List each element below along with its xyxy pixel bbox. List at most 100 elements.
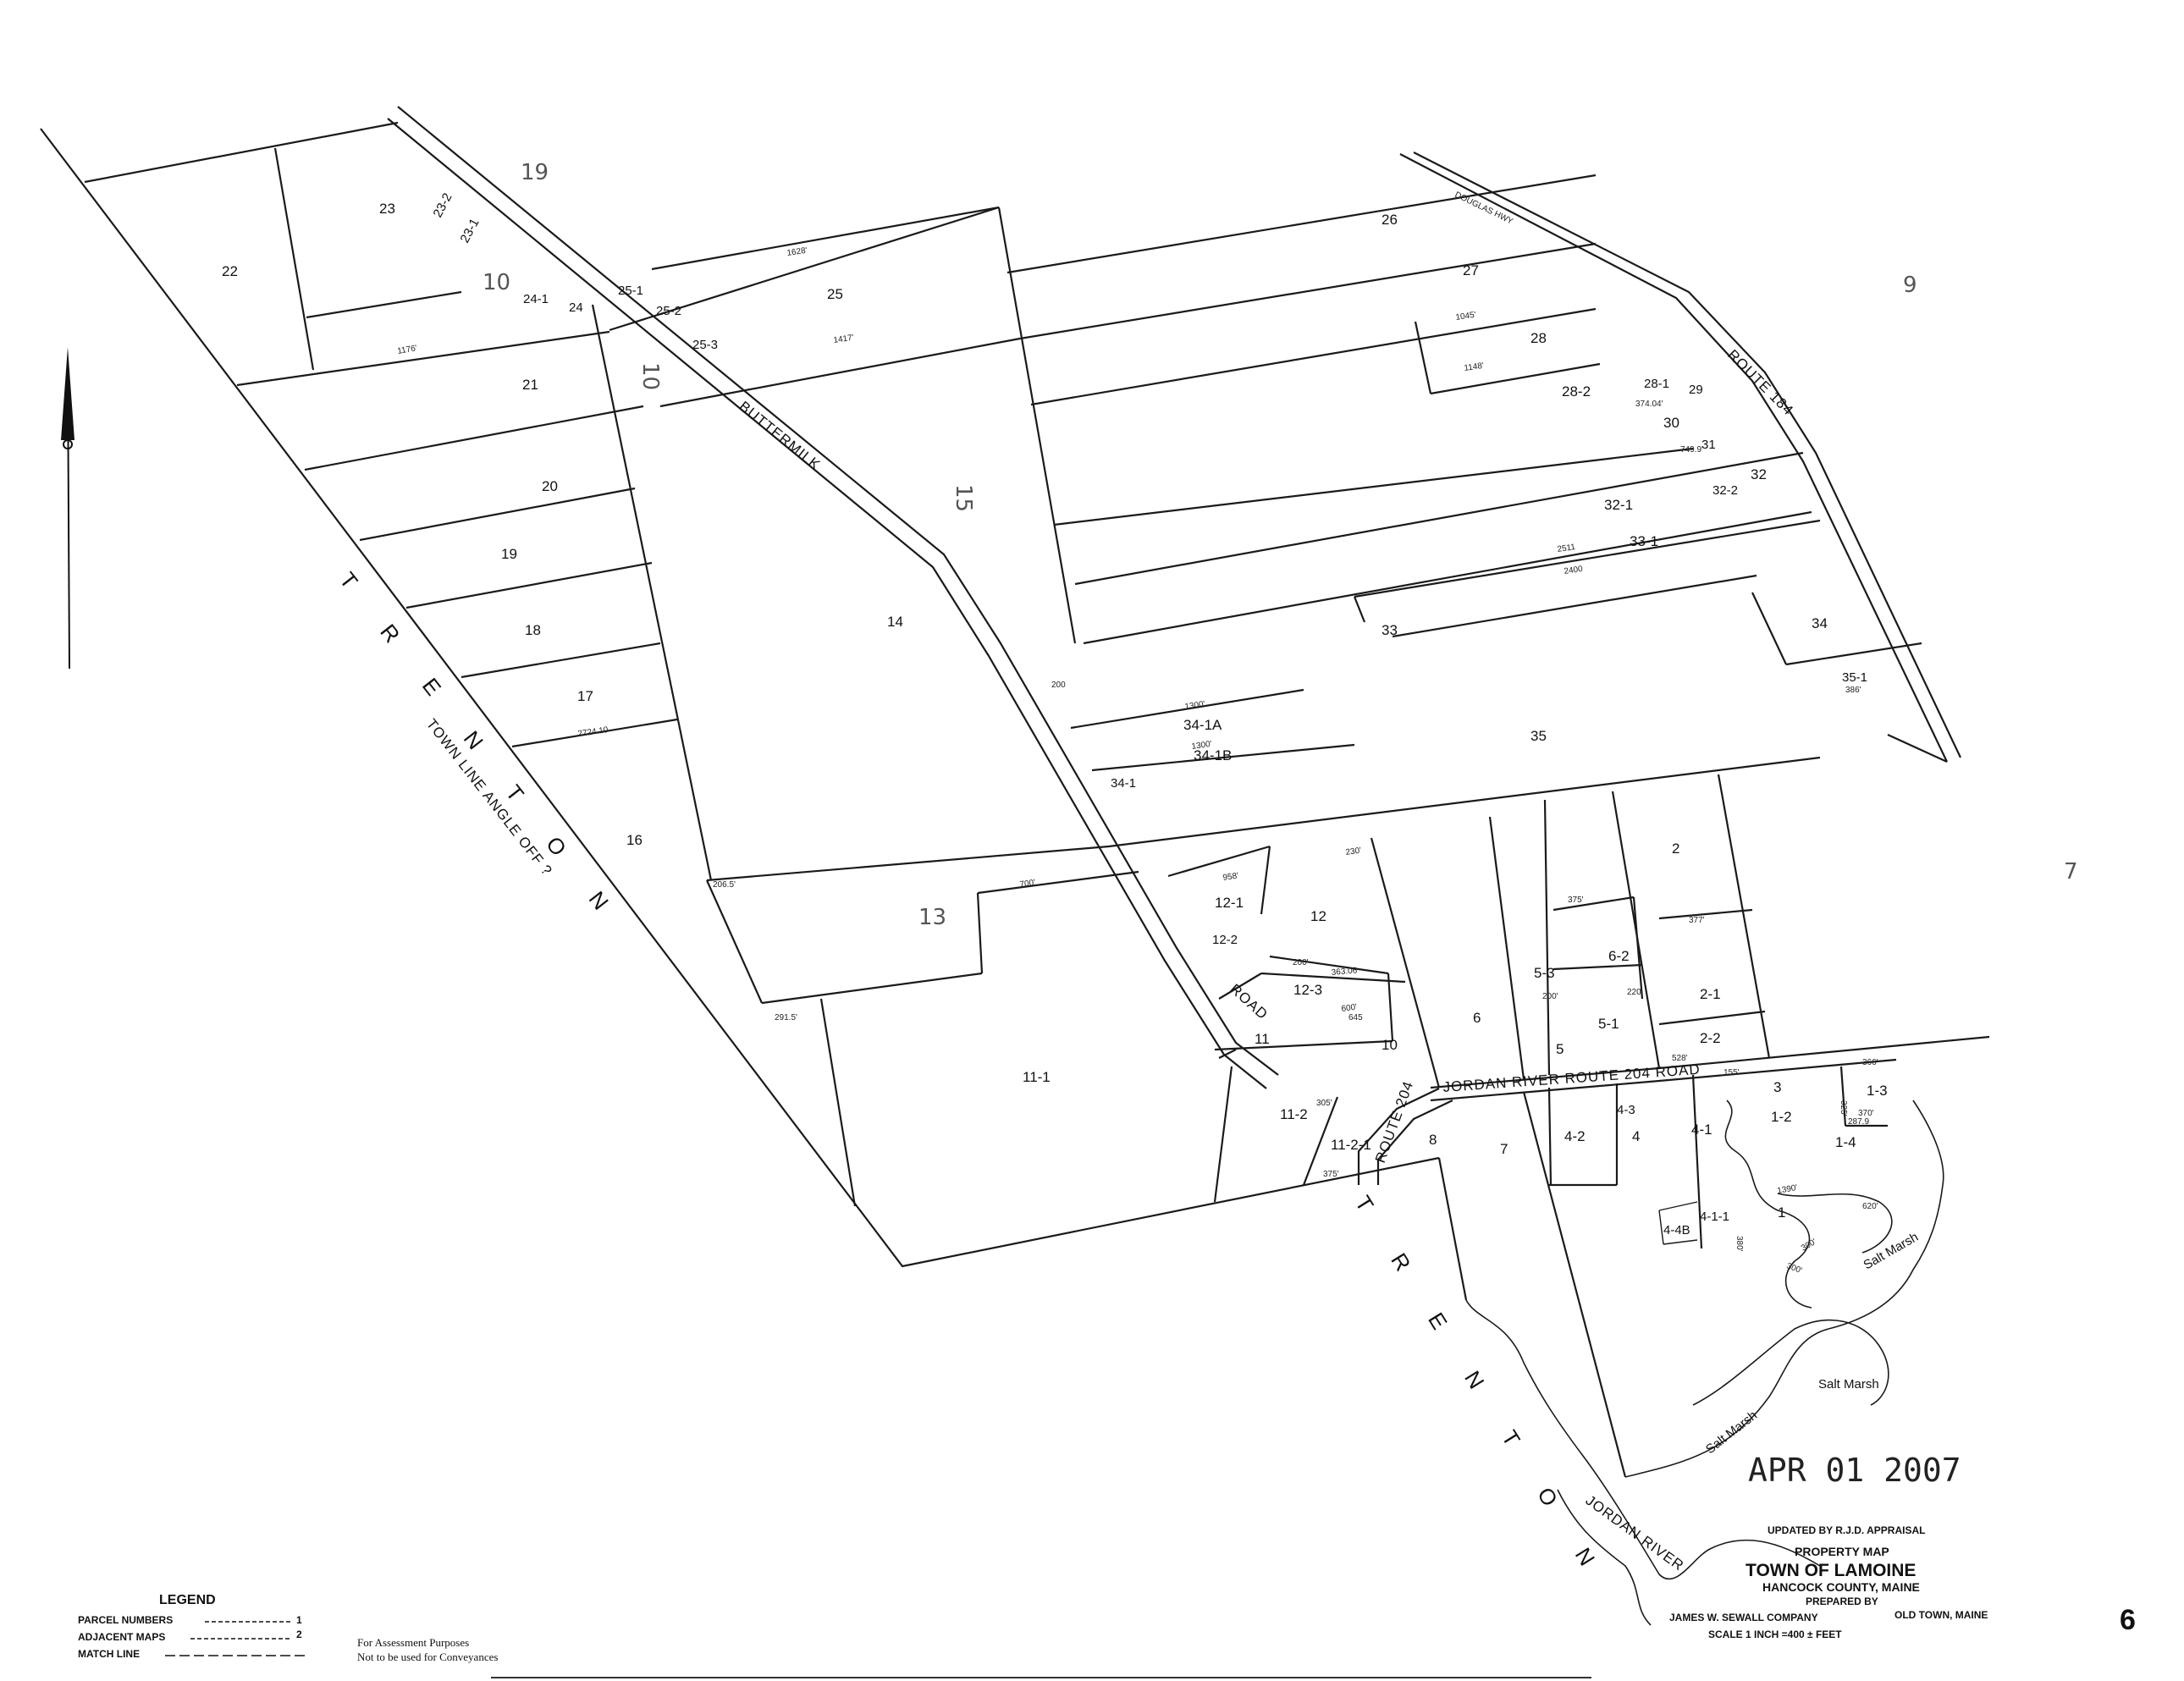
road-names: BUTTERMILK ROAD JORDAN RIVER ROUTE 204 R… bbox=[736, 190, 1796, 1166]
trenton-town-line-west bbox=[40, 128, 1440, 1268]
adjacent-map-label: 19 bbox=[521, 160, 549, 185]
road-label-route-184: ROUTE 184 bbox=[1724, 346, 1796, 418]
parcel-label: 35-1 bbox=[1842, 670, 1867, 685]
parcel-label: 10 bbox=[1382, 1037, 1398, 1053]
parcel-label: 17 bbox=[577, 688, 593, 704]
parcel-numbers: 22 23 23-2 23-1 24-1 24 25-1 25-2 25-3 2… bbox=[222, 190, 1888, 1237]
parcel-label: 14 bbox=[887, 614, 903, 630]
dimension-label: 300' bbox=[1800, 1237, 1818, 1254]
parcel-label: 34-1 bbox=[1111, 776, 1136, 791]
salt-marsh-creek-2 bbox=[1777, 1193, 1893, 1254]
parcel-label: 34-1B bbox=[1194, 747, 1232, 763]
dimension-label: 386' bbox=[1845, 686, 1861, 695]
parcel-label: 8 bbox=[1429, 1132, 1437, 1148]
note-line-1: For Assessment Purposes bbox=[357, 1636, 469, 1649]
dimension-label: 291.5' bbox=[775, 1013, 797, 1022]
company: JAMES W. SEWALL COMPANY bbox=[1669, 1612, 1818, 1623]
parcel-label: 5-3 bbox=[1534, 965, 1555, 981]
parcel-label: 30 bbox=[1663, 415, 1679, 431]
marsh-label: Salt Marsh bbox=[1861, 1230, 1922, 1273]
dimension-label: 645 bbox=[1348, 1013, 1363, 1022]
parcel-label: 35 bbox=[1530, 728, 1547, 744]
dimension-label: 370' bbox=[1858, 1109, 1874, 1118]
dimension-label: 155' bbox=[1723, 1068, 1740, 1077]
jordan-river-route-south-edge bbox=[1430, 1058, 1897, 1102]
parcel-label: 25-3 bbox=[692, 338, 718, 352]
parcel-label: 19 bbox=[501, 546, 517, 562]
parcel-label: 12 bbox=[1310, 908, 1326, 924]
parcel-label: 2-2 bbox=[1700, 1030, 1721, 1046]
dimension-label: 2511 bbox=[1557, 543, 1576, 554]
parcel-label: 32-2 bbox=[1712, 483, 1738, 498]
parcel-label: 29 bbox=[1689, 383, 1703, 397]
legend-item-sample: 2 bbox=[296, 1629, 302, 1640]
dimension-label: 620' bbox=[1862, 1202, 1878, 1211]
dimension-label: 958' bbox=[1222, 871, 1239, 882]
dimension-label: 528' bbox=[1672, 1054, 1688, 1063]
dimension-label: 700' bbox=[1019, 878, 1036, 889]
parcel-label: 4-2 bbox=[1564, 1128, 1586, 1144]
parcel-label: 4-4B bbox=[1663, 1223, 1690, 1237]
parcel-label: 21 bbox=[522, 377, 538, 393]
map-title: TOWN OF LAMOINE bbox=[1746, 1561, 1916, 1580]
route-184-west-edge bbox=[1399, 153, 1948, 763]
parcel-label: 28-1 bbox=[1644, 377, 1669, 391]
parcel-label: 1 bbox=[1778, 1204, 1785, 1221]
parcel-label: 26 bbox=[1382, 212, 1398, 228]
dimension-label: 375' bbox=[1568, 896, 1584, 905]
parcel-label: 5 bbox=[1556, 1041, 1564, 1057]
parcel-label: 23-2 bbox=[431, 190, 455, 219]
parcel-label: 1-2 bbox=[1771, 1109, 1792, 1125]
parcel-label: 1-4 bbox=[1835, 1134, 1856, 1150]
north-arrow-icon bbox=[61, 347, 74, 670]
dimension-label: 230' bbox=[1345, 846, 1362, 857]
parcel-label: 4-1 bbox=[1691, 1122, 1712, 1138]
parcel-label: 11-2 bbox=[1280, 1106, 1308, 1122]
town-boundary-lines bbox=[40, 128, 1468, 1301]
dimension-label: 300' bbox=[1785, 1261, 1803, 1276]
trenton-town-line-south bbox=[1437, 1157, 1468, 1301]
jordan-river-and-marsh bbox=[1465, 1100, 1944, 1626]
dimension-label: 220' bbox=[1627, 988, 1643, 997]
parcel-label: 2-1 bbox=[1700, 986, 1721, 1002]
road-label-jordan-river-route: JORDAN RIVER ROUTE 204 ROAD bbox=[1442, 1061, 1701, 1095]
adjacent-map-label: 15 bbox=[951, 484, 976, 512]
dimension-label: 206.5' bbox=[713, 880, 736, 890]
dimension-label: 1300' bbox=[1191, 740, 1213, 752]
parcel-label: 12-1 bbox=[1215, 895, 1244, 911]
parcel-label: 34-1A bbox=[1183, 717, 1222, 733]
legend-item-label: ADJACENT MAPS bbox=[78, 1631, 165, 1643]
jordan-river-east-bank bbox=[1624, 1100, 1944, 1478]
dimension-label: 1300' bbox=[1184, 700, 1206, 712]
parcel-label: 23 bbox=[379, 201, 395, 217]
dimension-label: 1417' bbox=[833, 333, 855, 345]
assessment-note: For Assessment Purposes Not to be used f… bbox=[357, 1636, 498, 1663]
adjacent-map-label: 13 bbox=[918, 905, 946, 930]
buttermilk-road-south-edge bbox=[387, 118, 1267, 1089]
adjacent-map-numbers: 19 10 10 15 13 9 7 bbox=[483, 160, 2078, 930]
parcel-label: 4-1-1 bbox=[1700, 1210, 1729, 1224]
parcel-label: 25 bbox=[827, 286, 843, 302]
dimension-labels: 1628' 1417' 1176' 1045' 1148' 2511 2400 … bbox=[397, 246, 1878, 1276]
salt-marsh-channel bbox=[1692, 1319, 1889, 1406]
prepared-by-label: PREPARED BY bbox=[1806, 1596, 1878, 1607]
dimension-label: 2724.10 bbox=[577, 725, 609, 739]
parcel-label: 11 bbox=[1255, 1031, 1270, 1047]
legend-item-sample: 1 bbox=[296, 1614, 302, 1626]
marsh-label: Salt Marsh bbox=[1818, 1377, 1879, 1392]
dimension-label: 1628' bbox=[786, 246, 808, 258]
parcel-label: 22 bbox=[222, 263, 238, 279]
dimension-label: 200' bbox=[1542, 992, 1558, 1001]
dimension-label: 366' bbox=[1862, 1058, 1878, 1067]
parcel-label: 31 bbox=[1701, 438, 1716, 452]
jordan-river-west-bank bbox=[1465, 1299, 1821, 1580]
road-label-buttermilk: BUTTERMILK bbox=[736, 398, 823, 473]
parcel-label: 1-3 bbox=[1867, 1083, 1888, 1099]
parcel-label: 23-1 bbox=[458, 216, 483, 245]
route-184-east-edge bbox=[1413, 152, 1961, 758]
legend: LEGEND PARCEL NUMBERS 1 ADJACENT MAPS 2 … bbox=[78, 1593, 305, 1660]
parcel-label: 18 bbox=[525, 622, 541, 638]
updated-by: UPDATED BY R.J.D. APPRAISAL bbox=[1768, 1524, 1925, 1536]
dimension-label: 377' bbox=[1689, 916, 1705, 925]
parcel-label: 7 bbox=[1500, 1141, 1508, 1157]
